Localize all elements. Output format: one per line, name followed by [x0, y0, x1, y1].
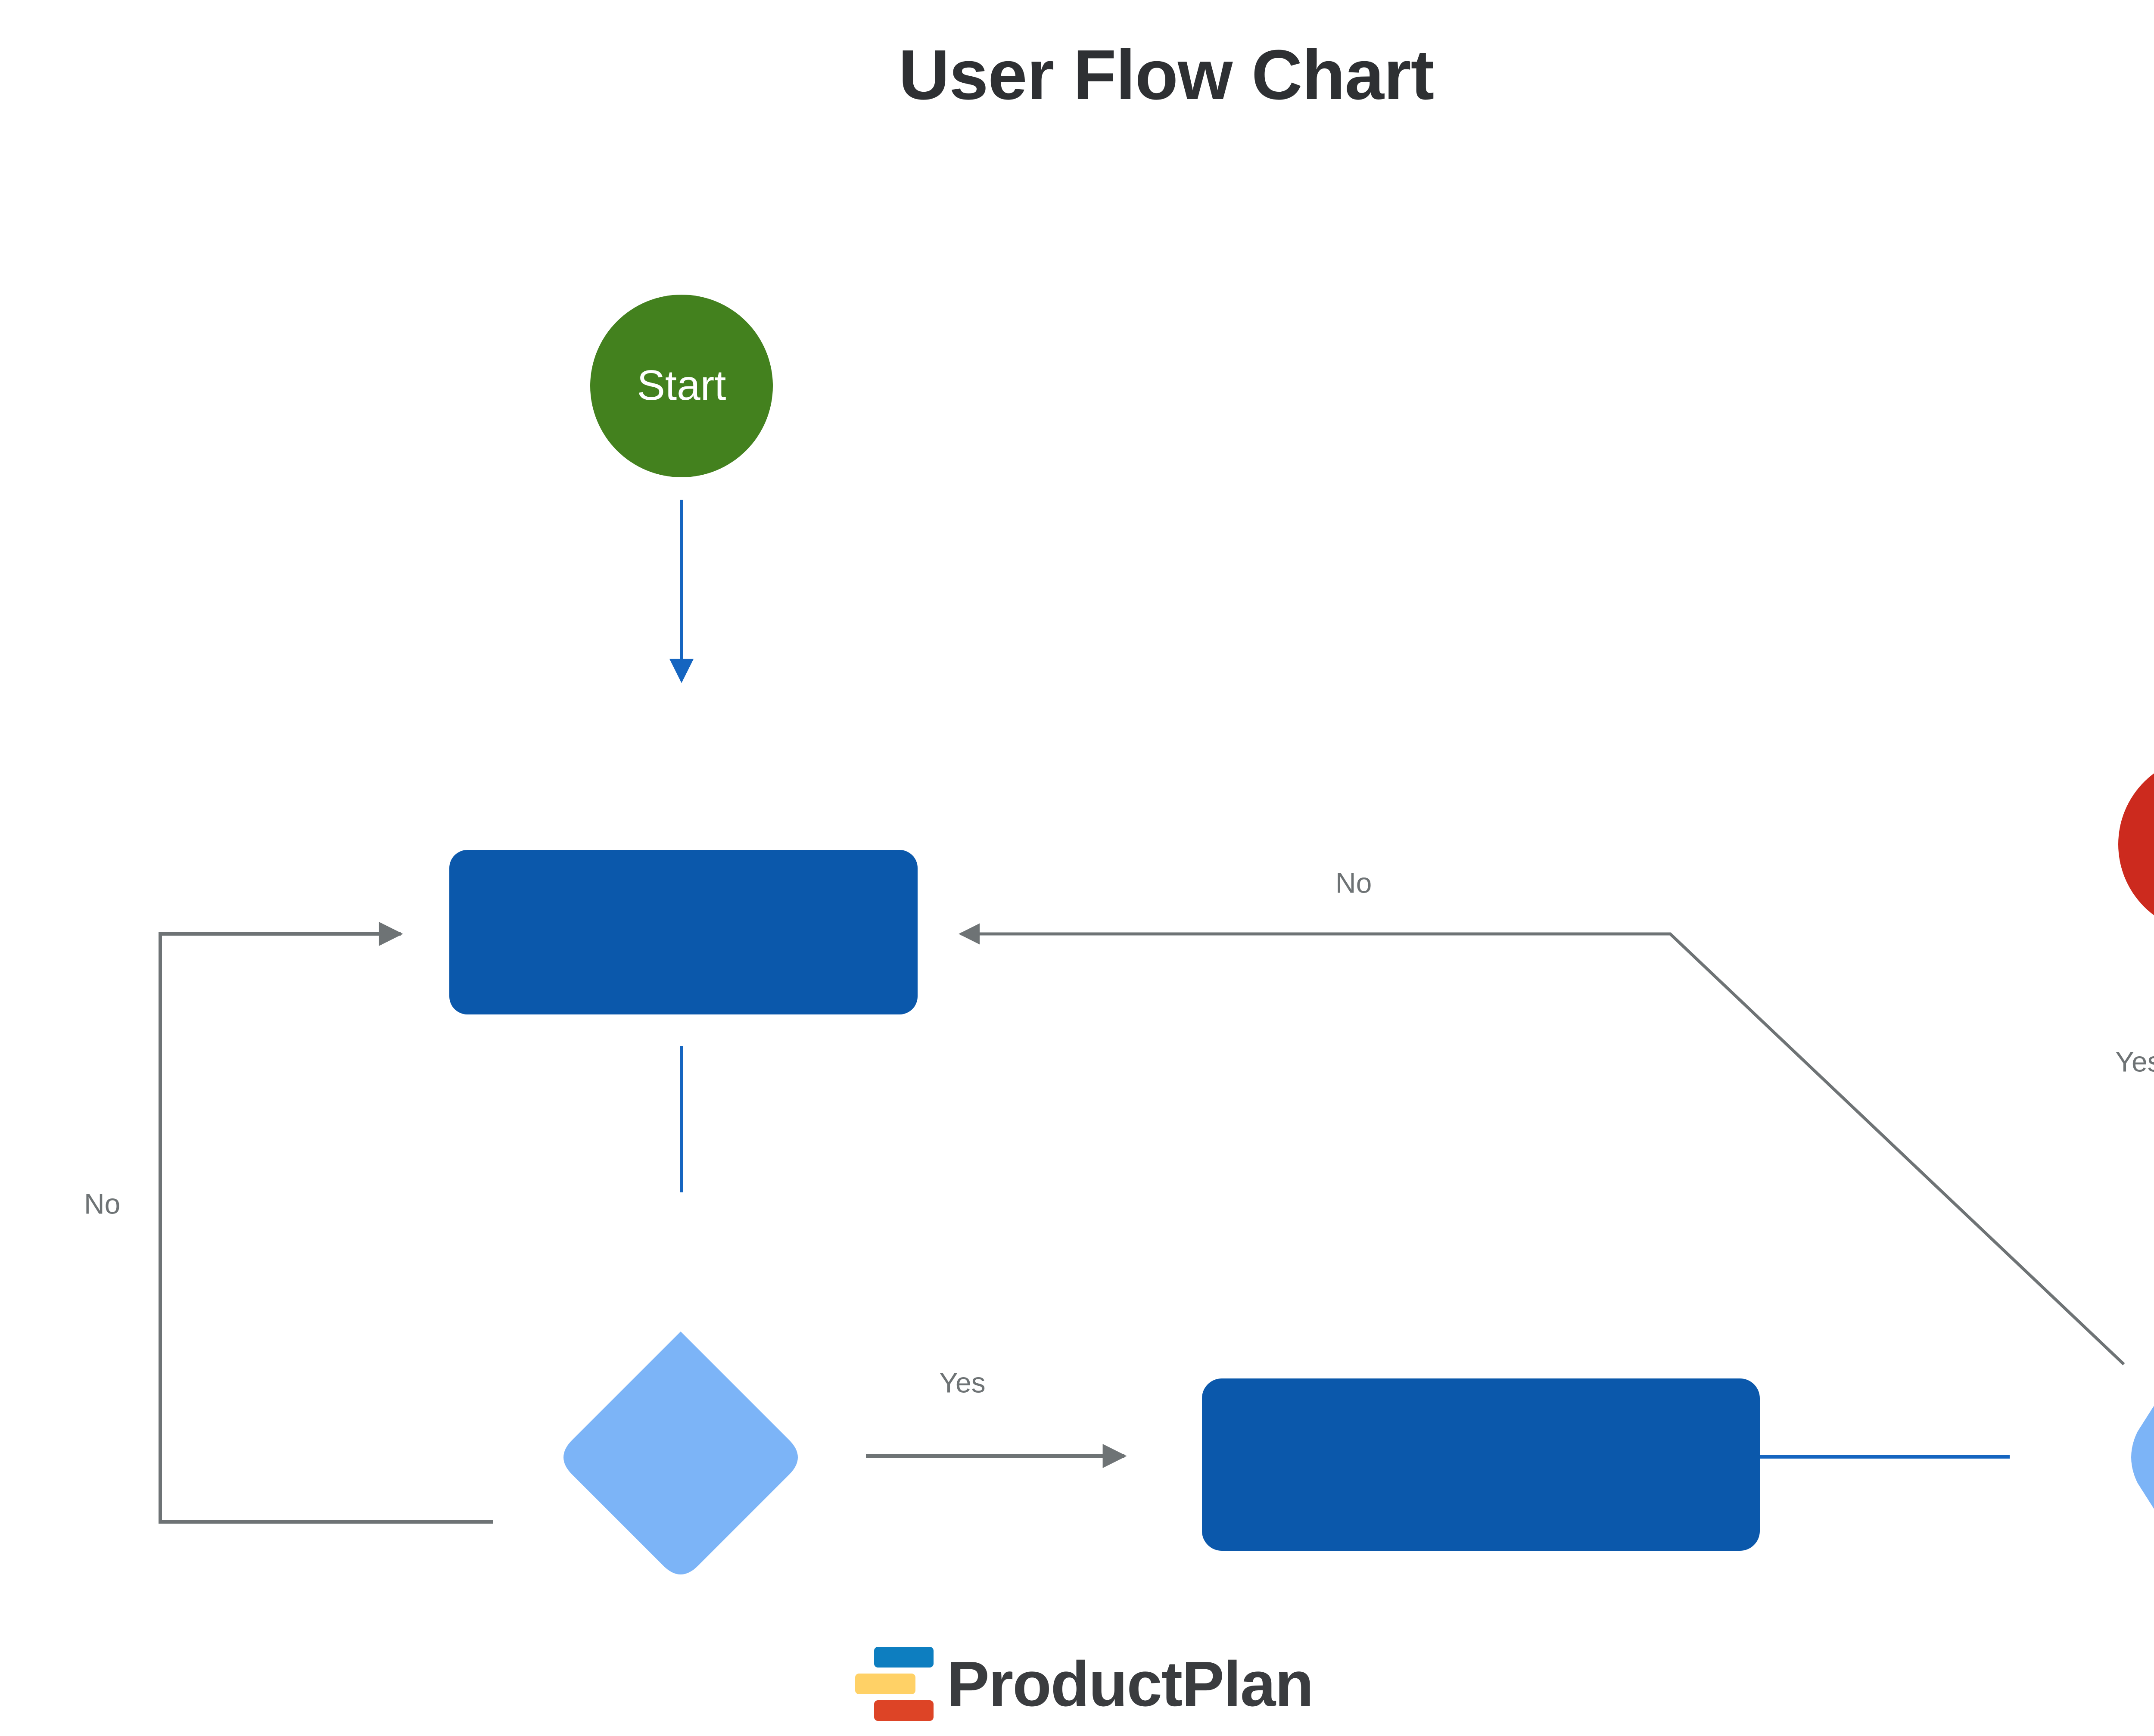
- node-end[interactable]: [2118, 756, 2154, 933]
- edge-label-loop-no: No: [84, 1188, 120, 1220]
- edge-label-top-no: No: [1335, 867, 1372, 899]
- logo-bar-yellow-icon: [855, 1673, 915, 1694]
- edge-decision2-no-to-process1: [959, 923, 2125, 1366]
- page-title: User Flow Chart: [898, 35, 1435, 114]
- node-start[interactable]: [590, 295, 773, 477]
- node-decision-1[interactable]: [563, 1332, 798, 1574]
- node-decision-2[interactable]: [2131, 1326, 2154, 1589]
- logo-bar-blue-icon: [874, 1646, 934, 1668]
- logo-bar-red-icon: [874, 1700, 934, 1721]
- productplan-logo-icon: [855, 1646, 935, 1722]
- edge-label-yes-to-process2: Yes: [939, 1366, 986, 1398]
- edge-label-right-yes: Yes: [2115, 1045, 2154, 1077]
- node-process-1[interactable]: [449, 850, 918, 1014]
- node-start-label: Start: [637, 361, 726, 409]
- node-process-2[interactable]: [1202, 1378, 1760, 1551]
- edge-decision1-no-loop: [159, 922, 493, 1524]
- productplan-wordmark: ProductPlan: [947, 1649, 1314, 1720]
- productplan-logo: ProductPlan: [855, 1643, 1314, 1725]
